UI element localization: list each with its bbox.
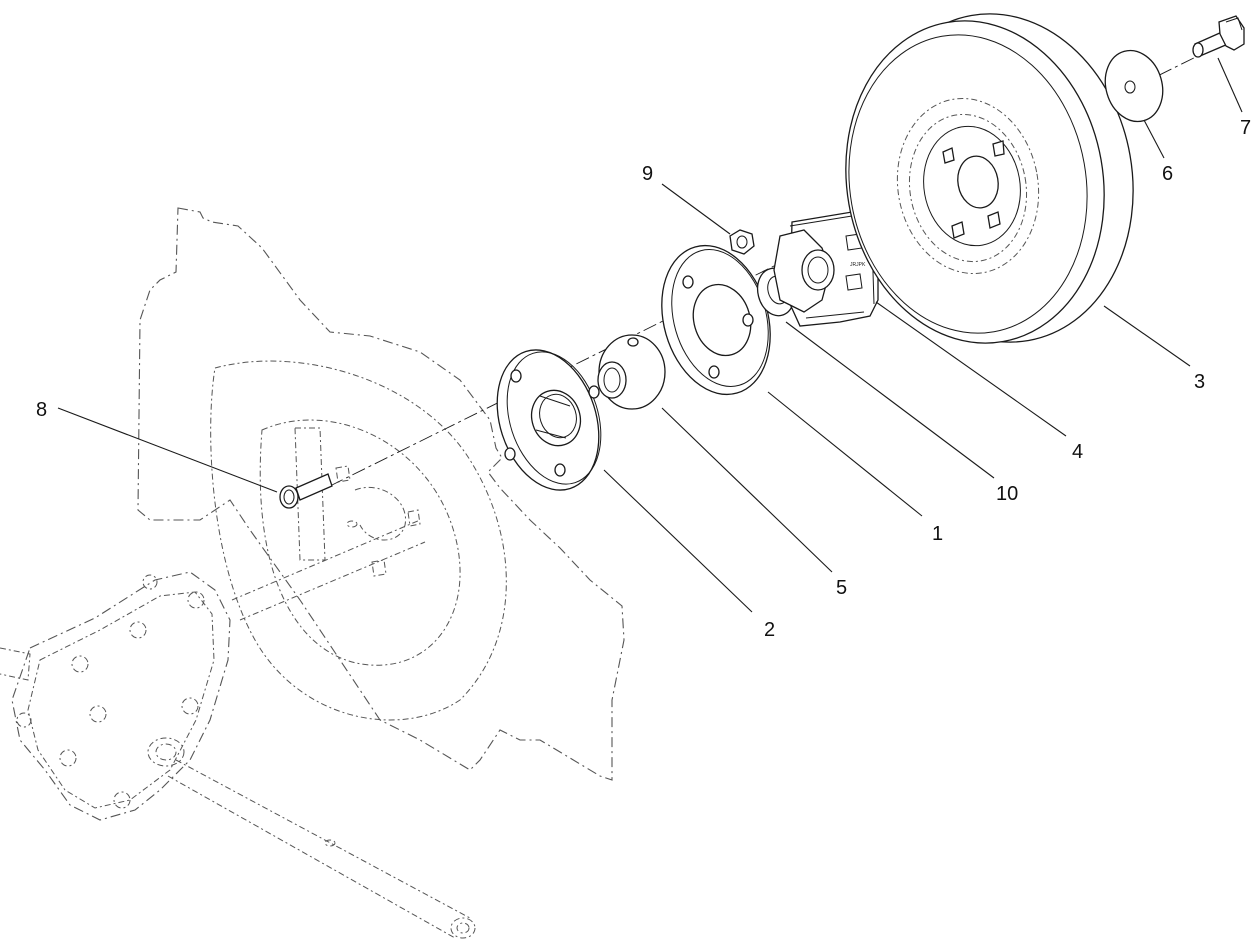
callout-8: 8	[36, 399, 47, 421]
nut-part-9	[729, 229, 755, 255]
ghost-housing	[137, 207, 625, 781]
leader-4	[875, 301, 1067, 437]
callout-labels: 8 9 2 5 1 10 4 3 6 7	[36, 117, 1251, 641]
leader-10	[785, 321, 995, 479]
leader-8	[57, 407, 278, 493]
callout-1: 1	[932, 523, 943, 545]
leader-lines	[57, 57, 1243, 613]
pin-part-8	[279, 473, 333, 509]
flange-part-2	[496, 349, 602, 491]
callout-4: 4	[1072, 441, 1083, 463]
ghost-shaft	[167, 519, 476, 939]
callout-6: 6	[1162, 163, 1173, 185]
callout-5: 5	[836, 577, 847, 599]
leader-6	[1143, 119, 1165, 159]
callout-2: 2	[764, 619, 775, 641]
leader-7	[1217, 57, 1243, 113]
flange-part-1	[661, 244, 771, 396]
callout-3: 3	[1194, 371, 1205, 393]
leader-1	[767, 391, 923, 517]
callout-9: 9	[642, 163, 653, 185]
leader-2	[603, 469, 753, 613]
ghost-gearbox	[0, 571, 231, 821]
hub-mark-text: JRJPK	[850, 262, 866, 268]
bolt-part-7	[1192, 15, 1245, 58]
callout-10: 10	[996, 483, 1018, 505]
hub-part-4: JRJPK	[773, 211, 879, 327]
leader-9	[661, 183, 731, 235]
bushing-part-5	[597, 334, 666, 410]
leader-5	[661, 407, 833, 573]
pulley-part-3	[845, 13, 1134, 344]
leader-3	[1103, 305, 1191, 367]
callout-7: 7	[1240, 117, 1251, 139]
